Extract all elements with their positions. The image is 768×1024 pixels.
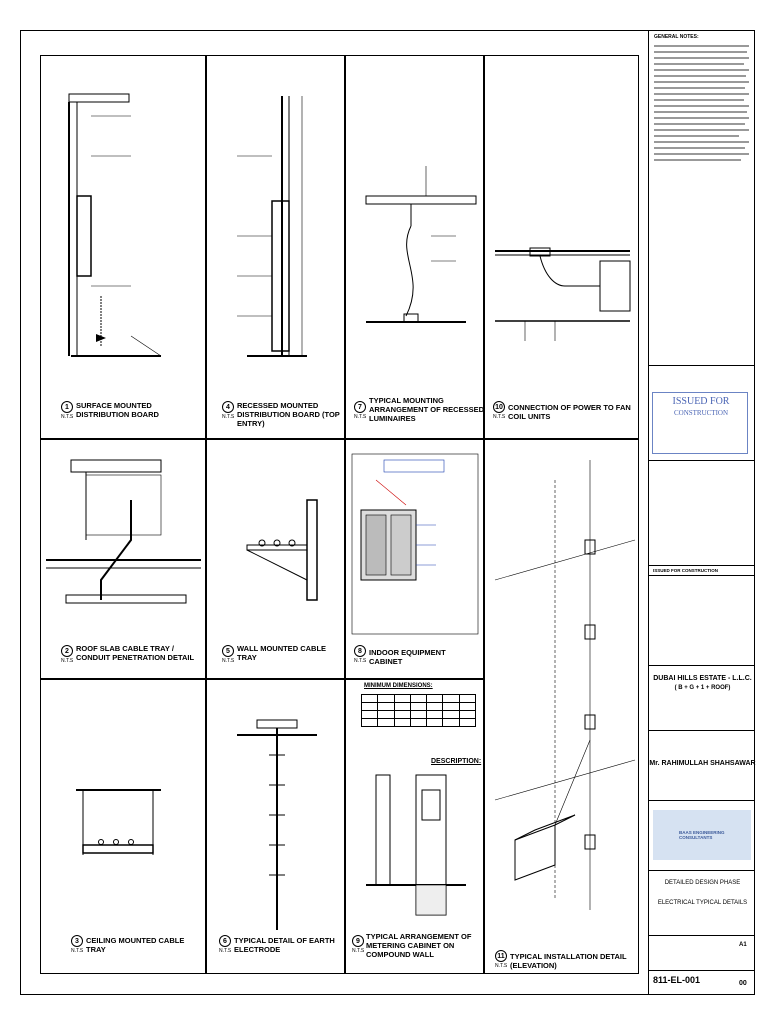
owner-name: Mr. RAHIMULLAH SHAHSAWAR (649, 760, 756, 767)
detail-scale: N.T.S (71, 948, 84, 954)
detail-number: 4 (222, 401, 234, 413)
detail-title: INDOOR EQUIPMENT CABINET (369, 648, 446, 666)
detail-scale: N.T.S (219, 948, 232, 954)
detail-title: SURFACE MOUNTED DISTRIBUTION BOARD (76, 401, 159, 419)
metering-cabinet-drawing (366, 774, 466, 916)
recessed-db-drawing (237, 96, 307, 357)
stamp-line-1: ISSUED FOR (672, 396, 730, 407)
detail-number: 10 (493, 401, 505, 413)
detail-title: TYPICAL DETAIL OF EARTH ELECTRODE (234, 936, 335, 954)
ceiling-tray-drawing (76, 789, 161, 855)
detail-panel-11: 11 N.T.S TYPICAL INSTALLATION DETAIL (EL… (484, 439, 639, 974)
detail-number: 9 (352, 935, 364, 947)
detail-scale: N.T.S (222, 414, 235, 420)
detail-number: 7 (354, 401, 366, 413)
detail-number: 3 (71, 935, 83, 947)
description-heading: DESCRIPTION: (431, 758, 482, 765)
detail-number: 11 (495, 950, 507, 962)
detail-scale: N.T.S (222, 658, 235, 664)
detail-panel-3: 3 N.T.S CEILING MOUNTED CABLE TRAY (40, 679, 206, 974)
fan-coil-connection-drawing (495, 247, 631, 341)
detail-title: TYPICAL ARRANGEMENT OF METERING CABINET … (366, 932, 472, 959)
detail-panel-10: 10 N.T.S CONNECTION OF POWER TO FAN COIL… (484, 55, 639, 439)
detail-panel-8: 8 N.T.S INDOOR EQUIPMENT CABINET (345, 439, 484, 679)
roof-slab-penetration-drawing (46, 459, 201, 604)
indoor-cabinet-drawing (351, 453, 479, 635)
detail-number: 1 (61, 401, 73, 413)
revision-number: 00 (739, 980, 747, 987)
detail-panel-9: MINIMUM DIMENSIONS: DESCRIPTION: 9 N.T.S… (345, 679, 484, 974)
drawing-title: ELECTRICAL TYPICAL DETAILS (657, 900, 748, 906)
sheet-size: A1 (739, 942, 747, 948)
detail-panel-1: 1 N.T.S SURFACE MOUNTED DISTRIBUTION BOA… (40, 55, 206, 439)
surface-mounted-db-drawing (68, 93, 162, 357)
detail-panel-4: 4 N.T.S RECESSED MOUNTED DISTRIBUTION BO… (206, 55, 345, 439)
detail-scale: N.T.S (354, 414, 367, 420)
earth-electrode-drawing (237, 719, 317, 930)
issued-for-construction-stamp: ISSUED FOR CONSTRUCTION (652, 392, 748, 454)
detail-number: 2 (61, 645, 73, 657)
min-dimensions-heading: MINIMUM DIMENSIONS: (364, 683, 433, 689)
client-name: DUBAI HILLS ESTATE - L.L.C. (653, 675, 752, 682)
detail-number: 6 (219, 935, 231, 947)
detail-title: RECESSED MOUNTED DISTRIBUTION BOARD (TOP… (237, 401, 340, 428)
recessed-luminaires-drawing (365, 166, 477, 323)
detail-panel-2: 2 N.T.S ROOF SLAB CABLE TRAY / CONDUIT P… (40, 439, 206, 679)
detail-number: 8 (354, 645, 366, 657)
title-block: GENERAL NOTES: ISSUED FOR CONSTRUCTION D… (648, 30, 756, 995)
general-notes-heading: GENERAL NOTES: (654, 34, 699, 40)
detail-panel-6: 6 N.T.S TYPICAL DETAIL OF EARTH ELECTROD… (206, 679, 345, 974)
detail-title: CONNECTION OF POWER TO FAN COIL UNITS (508, 403, 631, 421)
detail-scale: N.T.S (61, 658, 74, 664)
dimensions-table (360, 694, 477, 727)
detail-title: WALL MOUNTED CABLE TRAY (237, 644, 327, 662)
wall-mounted-tray-drawing (246, 499, 318, 601)
detail-title: TYPICAL INSTALLATION DETAIL (ELEVATION) (510, 952, 627, 970)
detail-scale: N.T.S (352, 948, 365, 954)
notes-lines (654, 45, 749, 161)
consultant-name: BAAS ENGINEERING CONSULTANTS (679, 830, 725, 840)
installation-elevation-drawing (494, 460, 636, 910)
consultant-logo (653, 810, 751, 860)
issued-for-construction-row: ISSUED FOR CONSTRUCTION (653, 568, 719, 573)
detail-title: TYPICAL MOUNTING ARRANGEMENT OF RECESSED… (369, 396, 484, 423)
design-phase: DETAILED DESIGN PHASE (664, 880, 741, 886)
stamp-line-2: CONSTRUCTION (673, 409, 729, 417)
detail-panel-7: 7 N.T.S TYPICAL MOUNTING ARRANGEMENT OF … (345, 55, 484, 439)
detail-scale: N.T.S (495, 963, 508, 969)
drawing-sheet (20, 30, 755, 995)
detail-scale: N.T.S (61, 414, 74, 420)
detail-title: ROOF SLAB CABLE TRAY / CONDUIT PENETRATI… (76, 644, 195, 662)
detail-number: 5 (222, 645, 234, 657)
detail-panel-5: 5 N.T.S WALL MOUNTED CABLE TRAY (206, 439, 345, 679)
project-levels: ( B + G + 1 + ROOF) (674, 685, 731, 691)
detail-title: CEILING MOUNTED CABLE TRAY (86, 936, 185, 954)
detail-scale: N.T.S (354, 658, 367, 664)
detail-scale: N.T.S (493, 414, 506, 420)
drawing-number: 811-EL-001 (653, 975, 701, 985)
